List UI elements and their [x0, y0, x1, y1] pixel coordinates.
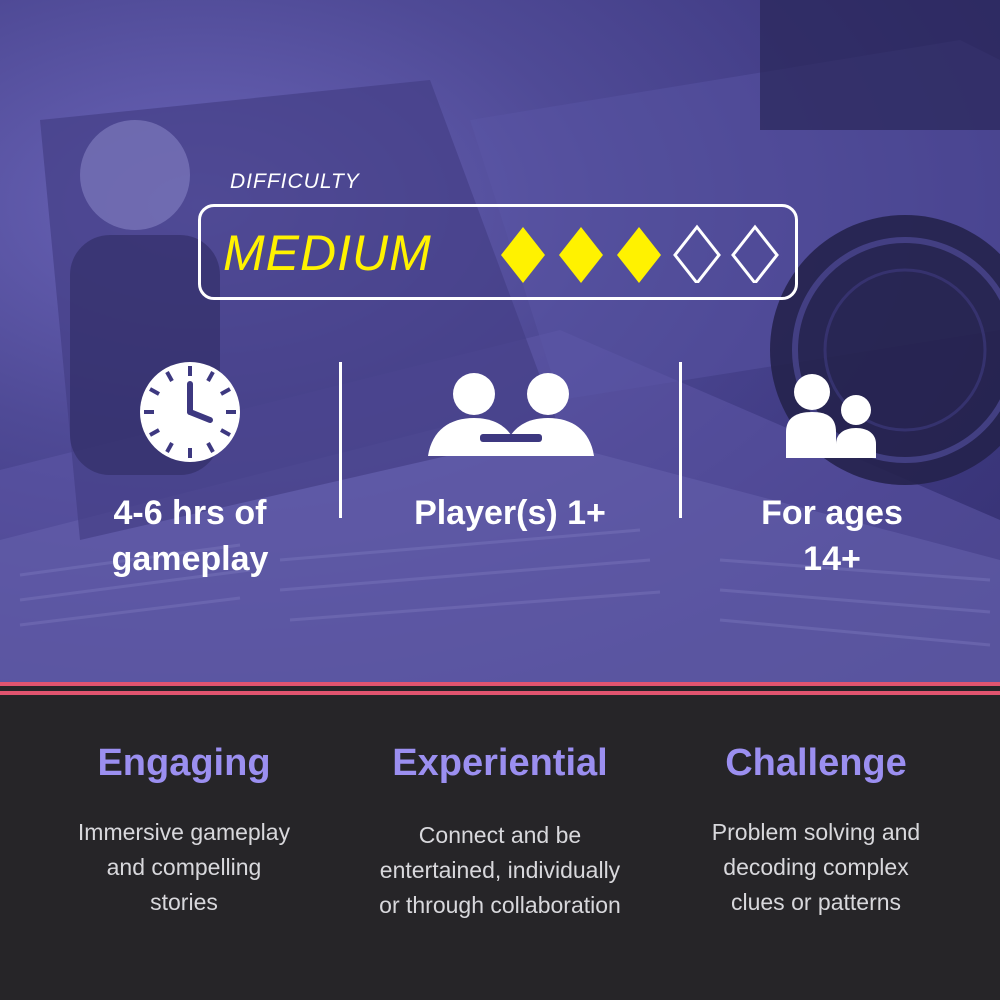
difficulty-rating: [501, 224, 779, 283]
feature-line: clues or patterns: [730, 889, 902, 915]
rating-diamond-empty: [673, 224, 721, 283]
rating-diamond-filled: [617, 227, 661, 283]
stat-age-range: For ages 14+: [702, 490, 962, 582]
feature-title-engaging: Engaging: [97, 742, 271, 784]
stat-divider-left: [339, 362, 342, 518]
difficulty-box: MEDIUM: [198, 204, 798, 300]
stat-line: 14+: [803, 540, 861, 578]
rating-diamond-filled: [559, 227, 603, 283]
accent-stripe-bottom: [0, 691, 1000, 695]
stat-line: gameplay: [111, 540, 269, 578]
stat-divider-right: [679, 362, 682, 518]
feature-desc-challenge: Problem solving and decoding complex clu…: [656, 815, 976, 920]
stat-line: Player(s) 1+: [414, 494, 606, 532]
feature-title-experiential: Experiential: [392, 742, 608, 784]
feature-desc-engaging: Immersive gameplay and compelling storie…: [24, 815, 344, 920]
clock-icon: [140, 362, 240, 462]
adult-child-icon: [786, 374, 876, 458]
feature-desc-experiential: Connect and be entertained, individually…: [340, 818, 660, 923]
feature-line: stories: [150, 889, 218, 915]
stat-player-count: Player(s) 1+: [380, 490, 640, 536]
feature-line: Immersive gameplay: [77, 819, 291, 845]
rating-diamond-empty: [731, 224, 779, 283]
feature-line: decoding complex: [723, 854, 909, 880]
feature-line: Connect and be: [418, 822, 582, 848]
feature-line: and compelling: [106, 854, 262, 880]
stat-gameplay-duration: 4-6 hrs of gameplay: [60, 490, 320, 582]
stat-line: 4-6 hrs of: [113, 494, 267, 532]
stat-line: For ages: [761, 494, 903, 532]
difficulty-label: DIFFICULTY: [230, 170, 360, 193]
feature-line: Problem solving and: [711, 819, 921, 845]
feature-title-challenge: Challenge: [725, 742, 907, 784]
difficulty-level: MEDIUM: [223, 225, 432, 281]
feature-line: entertained, individually: [379, 857, 621, 883]
two-players-icon: [428, 373, 594, 456]
rating-diamond-filled: [501, 227, 545, 283]
accent-stripe-top: [0, 682, 1000, 686]
feature-line: or through collaboration: [379, 892, 621, 918]
